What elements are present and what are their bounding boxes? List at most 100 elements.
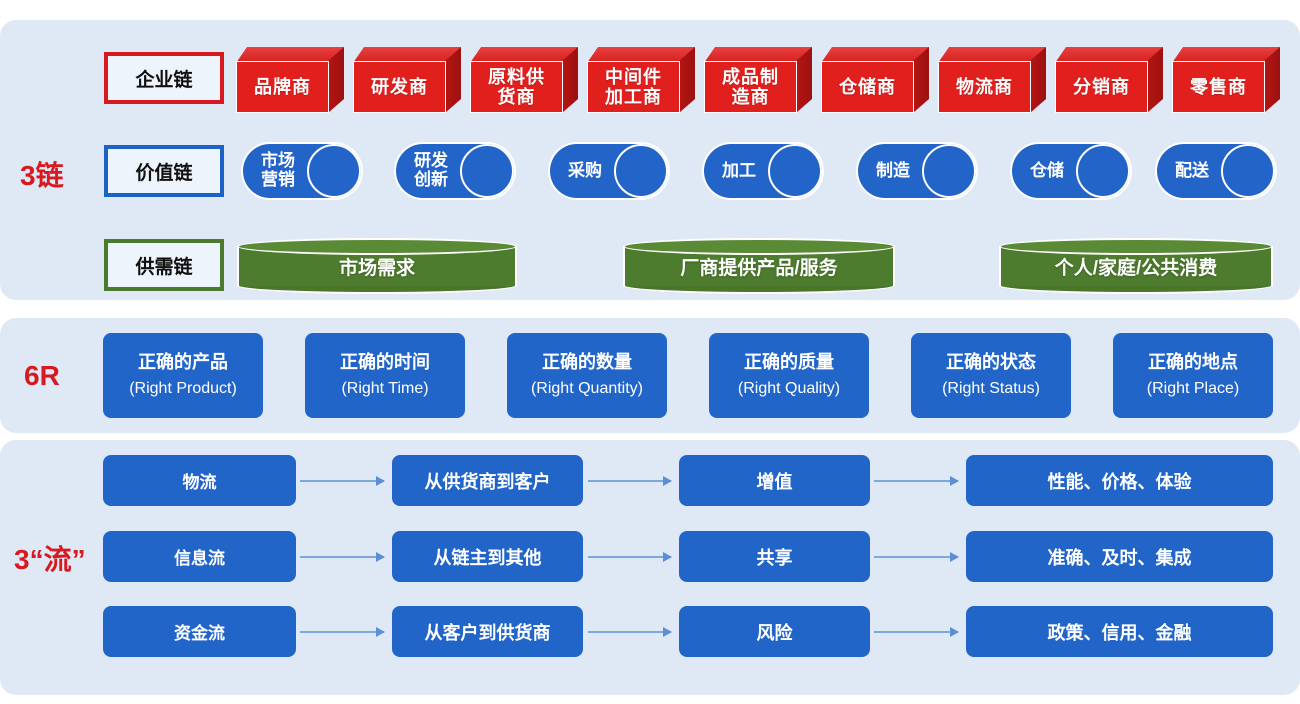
flow-effect-box[interactable]: 风险 bbox=[679, 606, 870, 657]
cube-top-face bbox=[587, 47, 695, 63]
flow-path-box[interactable]: 从链主到其他 bbox=[392, 531, 583, 582]
supply-demand-node-label: 个人/家庭/公共消费 bbox=[1054, 257, 1218, 279]
enterprise-node[interactable]: 中间件加工商 bbox=[587, 47, 695, 113]
six-r-card-en: (Right Status) bbox=[942, 379, 1040, 397]
six-r-card[interactable]: 正确的时间 (Right Time) bbox=[305, 333, 465, 418]
flow-attributes-box[interactable]: 政策、信用、金融 bbox=[966, 606, 1273, 657]
flow-arrow bbox=[874, 476, 959, 486]
cube-front-face: 物流商 bbox=[938, 61, 1031, 113]
cube-front-face: 零售商 bbox=[1172, 61, 1265, 113]
value-chain-node[interactable]: 仓储 bbox=[1012, 144, 1130, 198]
flow-name-box[interactable]: 信息流 bbox=[103, 531, 296, 582]
six-r-card-en: (Right Time) bbox=[341, 379, 429, 397]
enterprise-node[interactable]: 品牌商 bbox=[236, 47, 344, 113]
flow-effect-box[interactable]: 共享 bbox=[679, 531, 870, 582]
cylinder-top-cap bbox=[623, 238, 895, 255]
flow-arrow bbox=[588, 476, 672, 486]
flow-arrow bbox=[588, 627, 672, 637]
legend-supply-demand-chain[interactable]: 供需链 bbox=[104, 239, 224, 291]
cube-side-face bbox=[913, 47, 929, 113]
supply-demand-node[interactable]: 个人/家庭/公共消费 bbox=[999, 238, 1273, 294]
supply-demand-node[interactable]: 厂商提供产品/服务 bbox=[623, 238, 895, 294]
cube-front-face: 品牌商 bbox=[236, 61, 329, 113]
enterprise-node[interactable]: 分销商 bbox=[1055, 47, 1163, 113]
flow-arrow bbox=[300, 627, 385, 637]
enterprise-node[interactable]: 成品制造商 bbox=[704, 47, 812, 113]
enterprise-node[interactable]: 研发商 bbox=[353, 47, 461, 113]
value-chain-node[interactable]: 制造 bbox=[858, 144, 976, 198]
value-chain-node[interactable]: 配送 bbox=[1157, 144, 1275, 198]
value-chain-node-label: 市场营销 bbox=[261, 151, 295, 189]
enterprise-node-label: 物流商 bbox=[956, 76, 1013, 97]
six-r-card[interactable]: 正确的状态 (Right Status) bbox=[911, 333, 1071, 418]
six-r-card[interactable]: 正确的产品 (Right Product) bbox=[103, 333, 263, 418]
legend-value-chain[interactable]: 价值链 bbox=[104, 145, 224, 197]
group-label-six-r: 6R bbox=[24, 360, 60, 391]
enterprise-node-label: 品牌商 bbox=[254, 76, 311, 97]
cube-side-face bbox=[1264, 47, 1280, 113]
enterprise-node-label: 中间件加工商 bbox=[605, 66, 662, 107]
flow-arrow bbox=[874, 552, 959, 562]
value-chain-node-label: 仓储 bbox=[1030, 160, 1064, 180]
cylinder-cap bbox=[614, 144, 668, 198]
six-r-card-cn: 正确的数量 bbox=[542, 352, 632, 373]
group-label-three-flows: 3“流” bbox=[14, 544, 86, 575]
six-r-card[interactable]: 正确的地点 (Right Place) bbox=[1113, 333, 1273, 418]
cube-side-face bbox=[1147, 47, 1163, 113]
enterprise-node[interactable]: 仓储商 bbox=[821, 47, 929, 113]
cylinder-top-cap bbox=[237, 238, 517, 255]
enterprise-node[interactable]: 物流商 bbox=[938, 47, 1046, 113]
supply-demand-node-label: 厂商提供产品/服务 bbox=[680, 257, 838, 279]
flow-effect-box[interactable]: 增值 bbox=[679, 455, 870, 506]
flow-arrow bbox=[300, 552, 385, 562]
enterprise-node-label: 原料供货商 bbox=[488, 66, 545, 107]
legend-enterprise-chain[interactable]: 企业链 bbox=[104, 52, 224, 104]
cube-top-face bbox=[353, 47, 461, 63]
value-chain-node[interactable]: 加工 bbox=[704, 144, 822, 198]
six-r-card-en: (Right Quality) bbox=[737, 379, 841, 397]
six-r-card-en: (Right Place) bbox=[1146, 379, 1240, 397]
cube-front-face: 分销商 bbox=[1055, 61, 1148, 113]
cylinder-cap bbox=[1221, 144, 1275, 198]
supply-demand-node-label: 市场需求 bbox=[338, 257, 415, 279]
value-chain-node[interactable]: 研发创新 bbox=[396, 144, 514, 198]
flow-name-box[interactable]: 资金流 bbox=[103, 606, 296, 657]
supply-demand-node[interactable]: 市场需求 bbox=[237, 238, 517, 294]
cube-top-face bbox=[1055, 47, 1163, 63]
cube-front-face: 中间件加工商 bbox=[587, 61, 680, 113]
cylinder-cap bbox=[460, 144, 514, 198]
cylinder-cap bbox=[922, 144, 976, 198]
cube-top-face bbox=[236, 47, 344, 63]
flow-attributes-box[interactable]: 准确、及时、集成 bbox=[966, 531, 1273, 582]
cube-top-face bbox=[1172, 47, 1280, 63]
six-r-card-en: (Right Quantity) bbox=[530, 379, 644, 397]
flow-path-box[interactable]: 从客户到供货商 bbox=[392, 606, 583, 657]
flow-attributes-box[interactable]: 性能、价格、体验 bbox=[966, 455, 1273, 506]
value-chain-node[interactable]: 采购 bbox=[550, 144, 668, 198]
six-r-card-cn: 正确的产品 bbox=[138, 352, 228, 373]
six-r-card-cn: 正确的状态 bbox=[946, 352, 1036, 373]
six-r-card[interactable]: 正确的数量 (Right Quantity) bbox=[507, 333, 667, 418]
enterprise-node[interactable]: 原料供货商 bbox=[470, 47, 578, 113]
six-r-card[interactable]: 正确的质量 (Right Quality) bbox=[709, 333, 869, 418]
value-chain-node-label: 制造 bbox=[876, 160, 910, 180]
cylinder-top-cap bbox=[999, 238, 1273, 255]
value-chain-node[interactable]: 市场营销 bbox=[243, 144, 361, 198]
value-chain-node-label: 配送 bbox=[1175, 160, 1209, 180]
six-r-card-cn: 正确的地点 bbox=[1148, 352, 1238, 373]
enterprise-node-label: 仓储商 bbox=[839, 76, 896, 97]
flow-arrow bbox=[588, 552, 672, 562]
cylinder-cap bbox=[768, 144, 822, 198]
cube-top-face bbox=[821, 47, 929, 63]
flow-path-box[interactable]: 从供货商到客户 bbox=[392, 455, 583, 506]
enterprise-node-label: 成品制造商 bbox=[722, 66, 779, 107]
six-r-card-cn: 正确的时间 bbox=[340, 352, 430, 373]
value-chain-node-label: 加工 bbox=[722, 160, 756, 180]
six-r-card-cn: 正确的质量 bbox=[744, 352, 834, 373]
enterprise-node-label: 研发商 bbox=[371, 76, 428, 97]
cube-side-face bbox=[562, 47, 578, 113]
cube-top-face bbox=[470, 47, 578, 63]
enterprise-node[interactable]: 零售商 bbox=[1172, 47, 1280, 113]
flow-name-box[interactable]: 物流 bbox=[103, 455, 296, 506]
